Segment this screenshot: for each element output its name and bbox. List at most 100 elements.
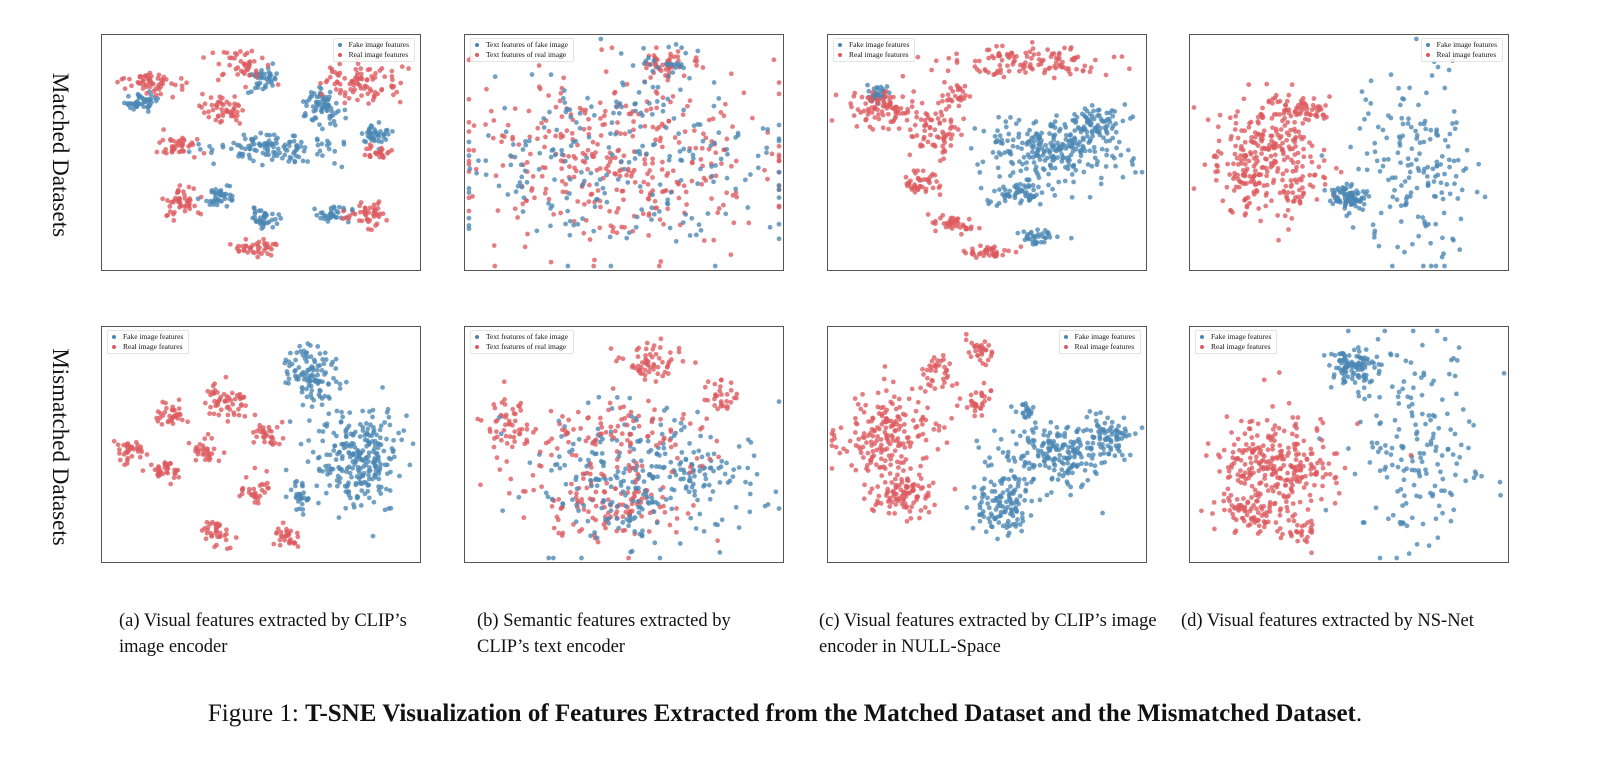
scatter-point-fake <box>1079 461 1084 467</box>
scatter-point-fake <box>300 99 306 104</box>
scatter-point-fake <box>304 103 309 109</box>
scatter-point-fake <box>679 450 685 455</box>
scatter-point-real <box>599 424 605 430</box>
scatter-point-real <box>507 421 513 427</box>
scatter-point-fake <box>568 143 574 149</box>
scatter-point-fake <box>293 357 298 363</box>
scatter-point-real <box>658 416 663 422</box>
scatter-point-real <box>598 133 604 138</box>
scatter-point-fake <box>573 519 579 525</box>
scatter-point-real <box>1298 101 1304 106</box>
scatter-point-real <box>216 412 222 418</box>
scatter-point-fake <box>291 138 297 144</box>
scatter-point-real <box>716 206 722 211</box>
scatter-point-real <box>946 55 952 61</box>
scatter-point-real <box>864 462 870 468</box>
scatter-point-fake <box>332 122 338 128</box>
scatter-point-real <box>607 159 613 165</box>
scatter-point-real <box>626 413 631 419</box>
scatter-point-real <box>983 68 988 74</box>
scatter-point-fake <box>301 490 307 496</box>
scatter-point-fake <box>673 42 679 47</box>
scatter-point-fake <box>621 470 627 476</box>
scatter-point-fake <box>677 149 683 154</box>
scatter-point-fake <box>619 159 624 164</box>
scatter-point-real <box>164 213 169 219</box>
scatter-point-real <box>1280 140 1286 146</box>
scatter-point-real <box>1253 168 1258 174</box>
scatter-point-fake <box>626 523 631 529</box>
scatter-point-real <box>642 367 648 373</box>
scatter-point-fake <box>975 162 980 167</box>
scatter-point-real <box>1307 172 1313 178</box>
scatter-point-real <box>499 133 505 138</box>
scatter-point-real <box>687 98 693 104</box>
scatter-point-real <box>1212 153 1218 158</box>
scatter-point-fake <box>332 161 337 166</box>
scatter-point-real <box>491 402 497 407</box>
scatter-point-real <box>358 66 364 71</box>
scatter-point-real <box>829 118 835 123</box>
scatter-point-fake <box>343 115 349 121</box>
scatter-point-fake <box>378 423 384 429</box>
scatter-point-real <box>252 412 258 418</box>
scatter-point-real <box>865 112 871 117</box>
scatter-point-real <box>178 141 184 147</box>
scatter-point-fake <box>878 84 884 90</box>
scatter-point-fake <box>372 442 378 448</box>
scatter-point-real <box>133 439 139 445</box>
scatter-point-real <box>622 131 628 137</box>
scatter-point-real <box>885 111 891 117</box>
scatter-point-real <box>327 65 333 71</box>
scatter-point-fake <box>261 214 267 220</box>
scatter-point-fake <box>326 146 332 152</box>
scatter-point-real <box>982 339 988 344</box>
scatter-point-real <box>713 150 719 156</box>
scatter-point-fake <box>678 420 684 426</box>
scatter-point-fake <box>997 187 1002 192</box>
scatter-point-fake <box>1406 116 1411 122</box>
scatter-point-fake <box>996 114 1002 120</box>
scatter-point-fake <box>333 356 339 362</box>
scatter-point-fake <box>735 132 741 138</box>
scatter-point-fake <box>597 177 603 182</box>
scatter-point-real <box>667 522 673 528</box>
scatter-point-real <box>1282 123 1288 128</box>
scatter-point-real <box>992 71 998 77</box>
scatter-point-real <box>1260 105 1265 111</box>
scatter-point-real <box>932 221 938 227</box>
scatter-point-real <box>217 522 223 528</box>
scatter-point-real <box>264 468 270 474</box>
scatter-point-fake <box>1447 131 1453 137</box>
scatter-point-real <box>167 204 173 209</box>
scatter-point-fake <box>712 263 718 269</box>
scatter-point-fake <box>687 75 692 81</box>
scatter-point-real <box>137 454 143 460</box>
scatter-point-fake <box>682 470 687 476</box>
scatter-point-fake <box>284 369 290 374</box>
scatter-point-fake <box>293 493 299 499</box>
scatter-point-fake <box>678 467 683 472</box>
scatter-point-real <box>654 126 660 132</box>
scatter-point-fake <box>322 393 328 399</box>
scatter-point-real <box>374 151 380 157</box>
scatter-point-real <box>1304 106 1310 111</box>
scatter-point-fake <box>552 177 557 182</box>
scatter-point-fake <box>1087 111 1093 117</box>
scatter-point-fake <box>776 221 782 227</box>
scatter-point-real <box>140 78 146 84</box>
scatter-point-fake <box>343 434 349 440</box>
scatter-point-fake <box>215 196 221 202</box>
scatter-point-real <box>247 245 253 250</box>
scatter-point-fake <box>1083 461 1089 467</box>
scatter-point-fake <box>1040 166 1046 171</box>
scatter-point-fake <box>358 450 364 456</box>
scatter-point-real <box>593 437 599 443</box>
scatter-point-real <box>896 126 902 131</box>
scatter-point-fake <box>1395 244 1400 250</box>
scatter-point-fake <box>296 365 302 370</box>
scatter-point-fake <box>1410 241 1415 247</box>
scatter-point-fake <box>600 436 605 442</box>
scatter-point-fake <box>1400 96 1405 101</box>
scatter-point-fake <box>573 138 579 144</box>
